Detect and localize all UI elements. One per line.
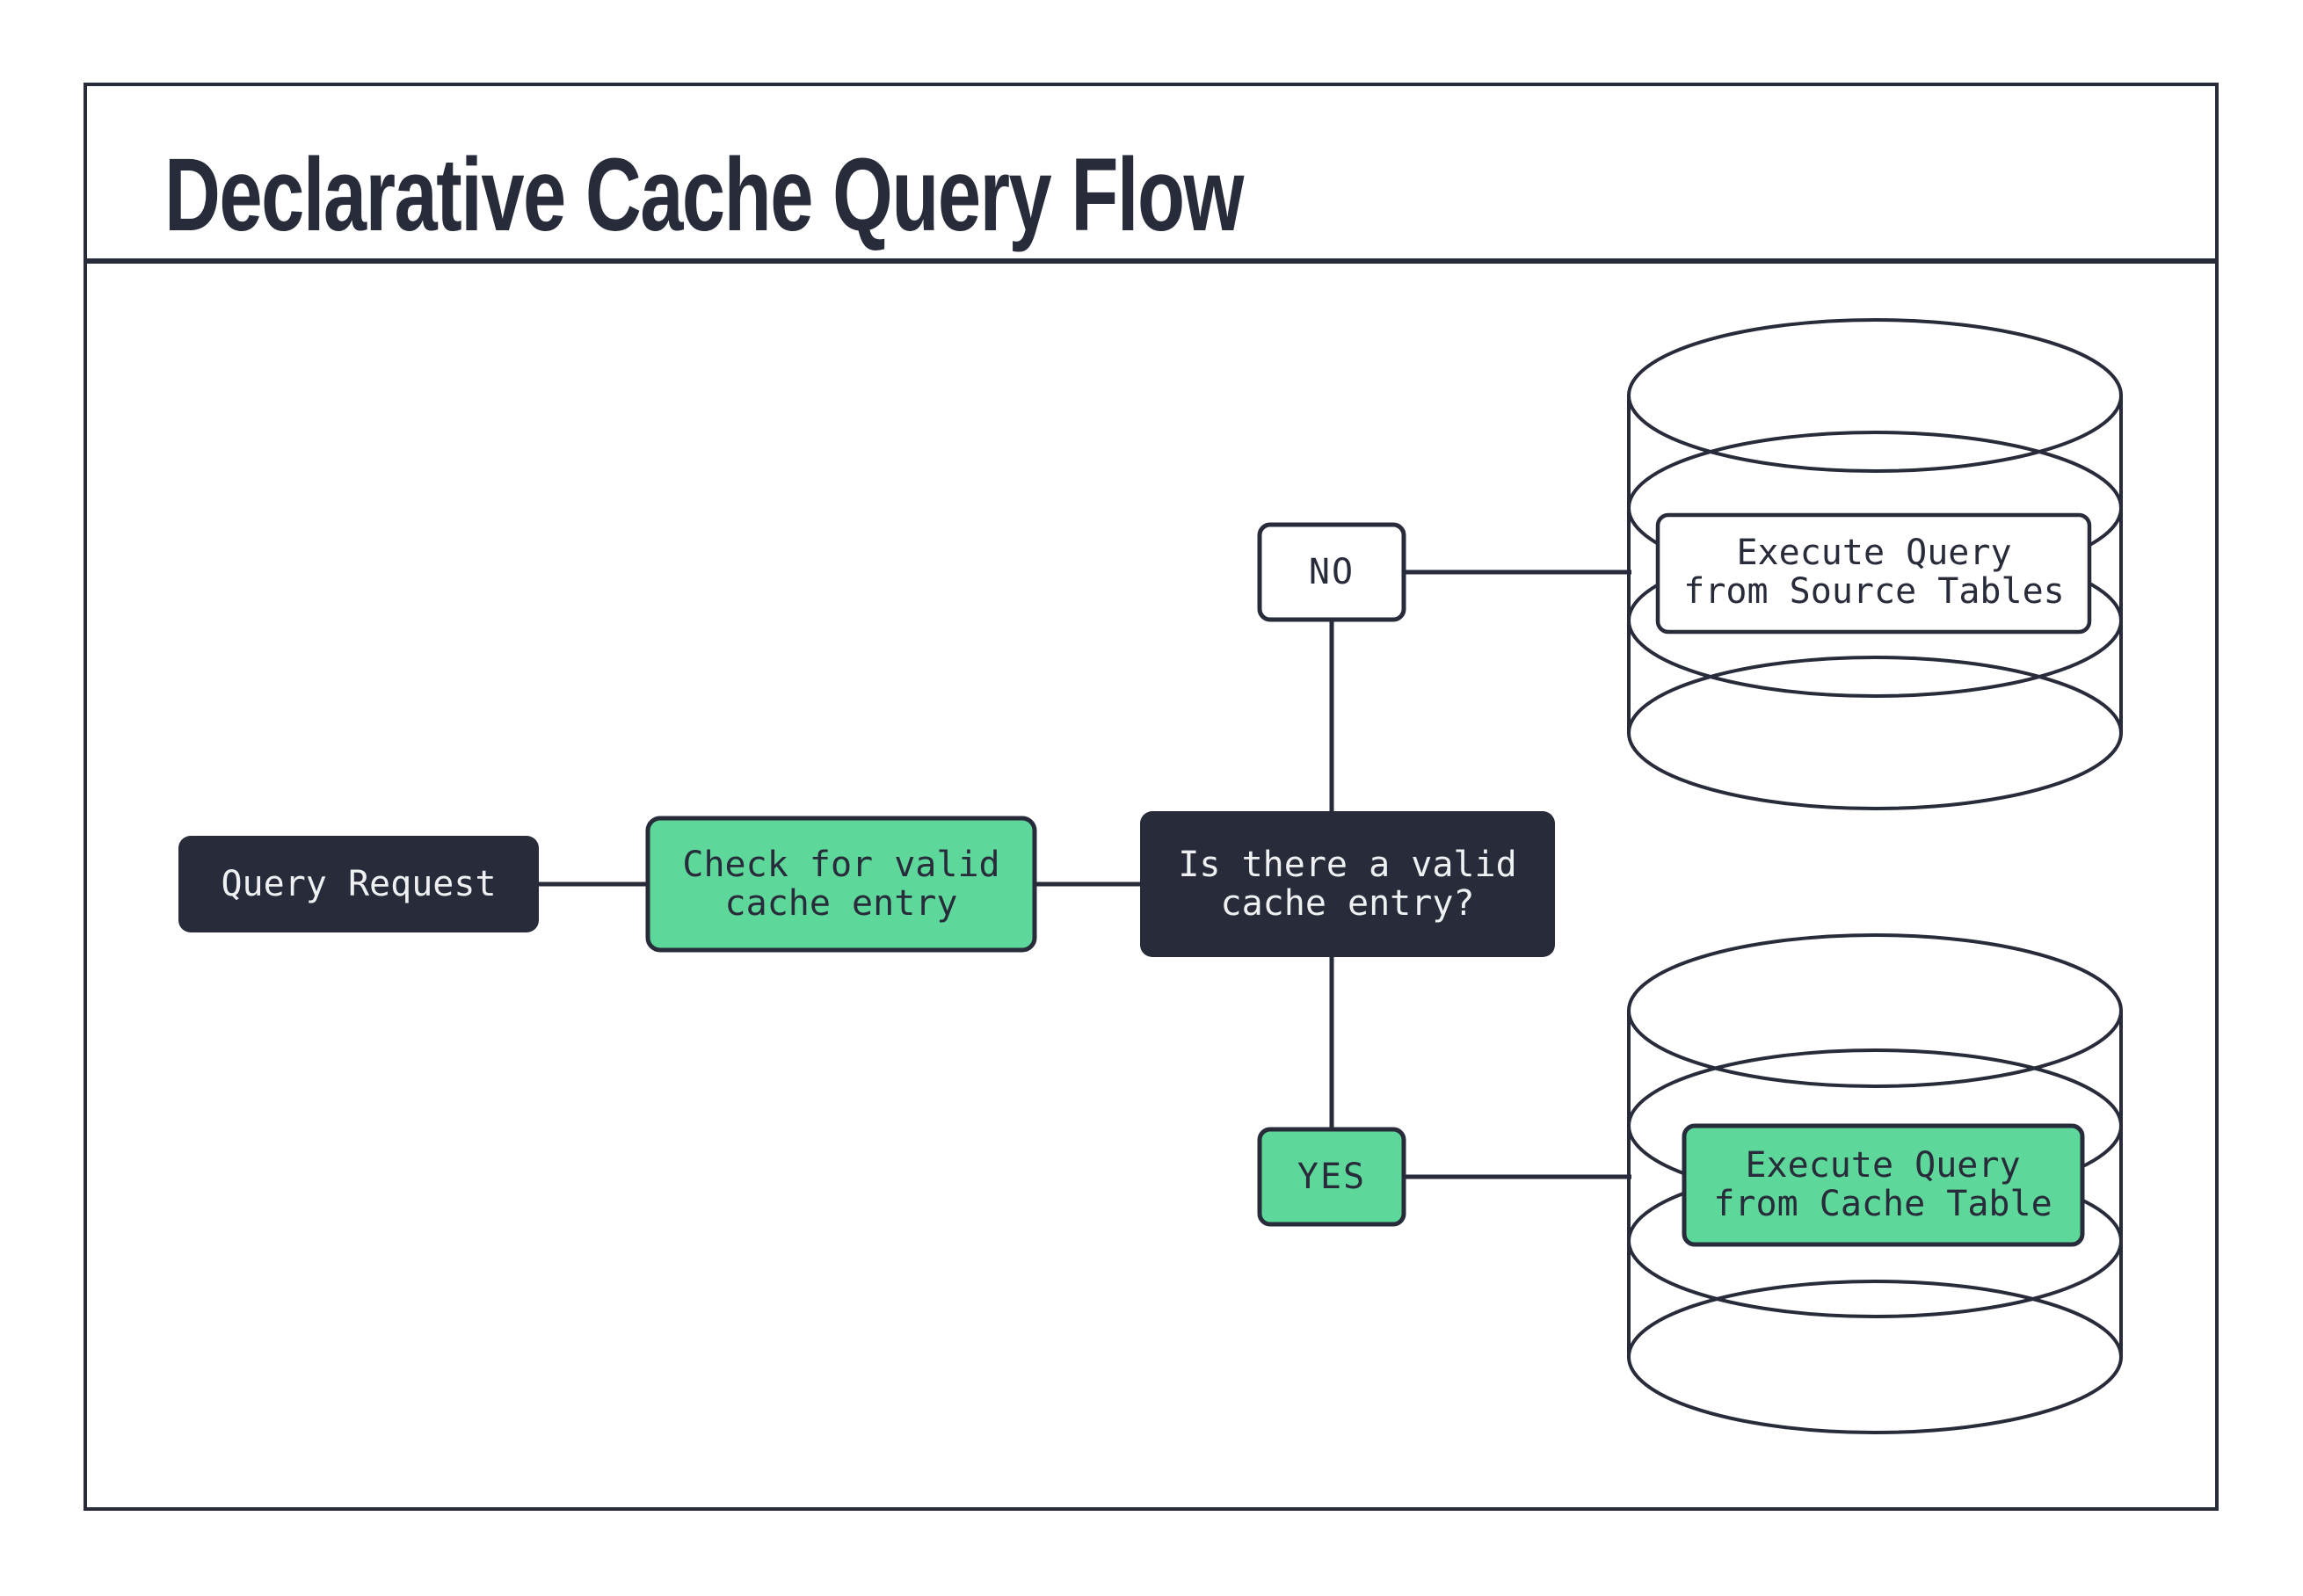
check-cache-box	[645, 816, 1037, 953]
cylinder-ellipse	[1627, 656, 2123, 810]
cache-db-box	[1682, 1123, 2085, 1247]
cache-db-label-line1: Execute Query	[1745, 1145, 2020, 1186]
decision-node: Is there a valid cache entry?	[1140, 811, 1555, 957]
cache-db-cylinder-icon	[1627, 933, 2123, 1434]
query-request-label: Query Request	[221, 864, 496, 904]
cache-db-label-line2: from Cache Table	[1713, 1184, 2052, 1224]
check-cache-node: Check for valid cache entry	[645, 816, 1037, 953]
page-title: Declarative Cache Query Flow	[164, 138, 1245, 253]
yes-branch-label: YES	[1297, 1157, 1366, 1197]
connectors	[539, 569, 1631, 1179]
cylinder-ellipse	[1627, 318, 2123, 473]
source-db-label-line2: from Source Tables	[1683, 571, 2064, 612]
source-db-node: Execute Query from Source Tables	[1655, 512, 2092, 635]
cylinder-ellipse	[1627, 933, 2123, 1088]
cache-db-node: Execute Query from Cache Table	[1682, 1123, 2085, 1247]
source-db-box	[1655, 512, 2092, 635]
check-cache-label-line1: Check for valid	[682, 845, 999, 885]
no-branch-label: NO	[1309, 552, 1355, 592]
check-cache-label-line2: cache entry	[725, 883, 958, 924]
source-db-label-line1: Execute Query	[1736, 533, 2011, 573]
yes-branch-node: YES	[1257, 1127, 1406, 1227]
query-request-node: Query Request	[178, 836, 539, 932]
no-branch-box	[1257, 522, 1406, 622]
diagram-header: Declarative Cache Query Flow	[87, 138, 2215, 264]
no-branch-node: NO	[1257, 522, 1406, 622]
decision-label-line2: cache entry?	[1221, 883, 1475, 924]
yes-branch-box	[1257, 1127, 1406, 1227]
query-request-box	[178, 836, 539, 932]
cylinder-ellipse	[1627, 1280, 2123, 1434]
decision-label-line1: Is there a valid	[1178, 845, 1516, 885]
decision-box	[1140, 811, 1555, 957]
diagram-border	[84, 83, 2219, 1511]
